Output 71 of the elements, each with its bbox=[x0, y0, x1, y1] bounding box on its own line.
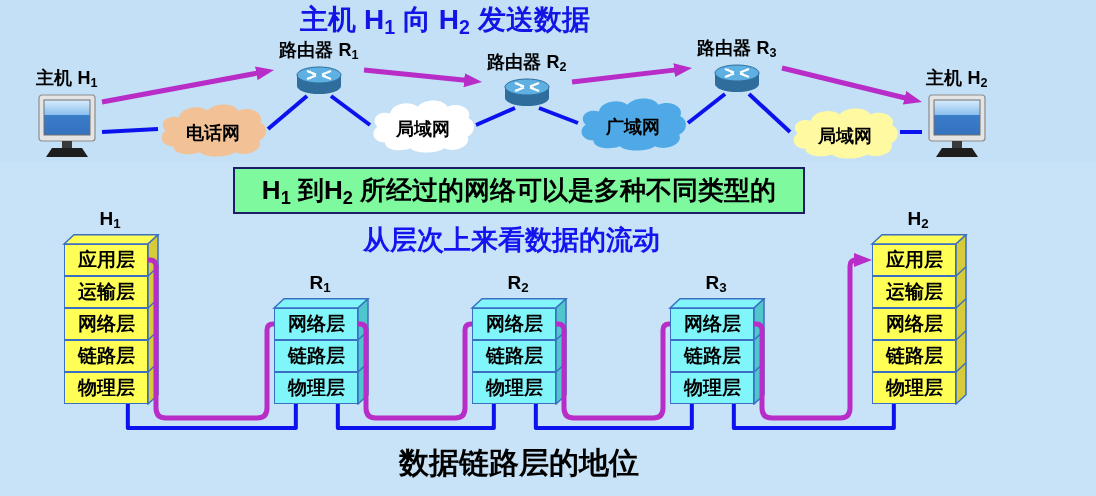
protocol-layer bbox=[670, 372, 754, 404]
layer-name: 链路层 bbox=[77, 345, 135, 367]
network-link bbox=[329, 94, 372, 127]
data-flow-arrow bbox=[753, 253, 872, 421]
layer-name: 物理层 bbox=[885, 377, 943, 399]
data-flow-line bbox=[147, 257, 276, 421]
protocol-layer bbox=[64, 372, 148, 404]
layer-name: 物理层 bbox=[683, 377, 741, 399]
cable-line bbox=[125, 404, 298, 430]
data-flow-arrow bbox=[101, 66, 274, 105]
caption: 数据链路层的地位 bbox=[399, 446, 639, 481]
data-flow-line bbox=[555, 321, 672, 421]
protocol-layer bbox=[872, 308, 956, 340]
router-label: 路由器 R$_{3}$ bbox=[697, 38, 777, 59]
protocol-layer bbox=[872, 276, 956, 308]
protocol-layer bbox=[64, 276, 148, 308]
protocol-layer bbox=[670, 340, 754, 372]
cable-line bbox=[533, 404, 694, 430]
data-flow-arrow bbox=[363, 67, 482, 88]
layer-name: 运输层 bbox=[77, 281, 135, 303]
layer-name: 运输层 bbox=[885, 281, 943, 303]
layer-name: 网络层 bbox=[885, 313, 943, 335]
layer-name: 链路层 bbox=[885, 345, 943, 367]
protocol-layer bbox=[64, 340, 148, 372]
stack-label: R$_{1}$ bbox=[309, 272, 331, 294]
data-flow-line bbox=[357, 321, 474, 421]
layer-name: 网络层 bbox=[77, 313, 135, 335]
subtitle: 从层次上来看数据的流动 bbox=[362, 225, 660, 257]
protocol-layer bbox=[274, 340, 358, 372]
data-flow-arrow bbox=[571, 63, 692, 85]
cable-line bbox=[731, 404, 896, 430]
network-link bbox=[475, 106, 516, 127]
network-link bbox=[747, 92, 792, 134]
host-label: 主机 H$_{2}$ bbox=[926, 68, 988, 89]
layer-name: 物理层 bbox=[485, 377, 543, 399]
network-link bbox=[101, 127, 159, 134]
protocol-layer bbox=[472, 372, 556, 404]
layer-name: 链路层 bbox=[485, 345, 543, 367]
layer-name: 网络层 bbox=[485, 313, 543, 335]
router-label: 路由器 R$_{2}$ bbox=[487, 52, 567, 73]
layer-name: 链路层 bbox=[287, 345, 345, 367]
network-link bbox=[686, 92, 727, 125]
note-banner: H$_{1}$ 到H$_{2}$ 所经过的网络可以是多种不同类型的 bbox=[233, 167, 805, 214]
network-label: 电话网 bbox=[186, 122, 240, 144]
protocol-layer bbox=[64, 308, 148, 340]
protocol-layer bbox=[872, 372, 956, 404]
layer-name: 应用层 bbox=[885, 249, 943, 271]
layer-name: 应用层 bbox=[77, 249, 135, 271]
router-label: 路由器 R$_{1}$ bbox=[279, 40, 359, 61]
stack-label: R$_{2}$ bbox=[507, 272, 529, 294]
network-label: 局域网 bbox=[396, 118, 450, 140]
title: 主机 H$_{1}$ 向 H$_{2}$ 发送数据 bbox=[300, 4, 590, 37]
network-link bbox=[266, 94, 309, 131]
stack-label: H$_{2}$ bbox=[907, 208, 929, 230]
network-label: 广域网 bbox=[606, 116, 660, 138]
data-flow-arrow bbox=[781, 65, 922, 105]
cable-line bbox=[335, 404, 496, 430]
network-link bbox=[900, 130, 922, 134]
protocol-layer bbox=[872, 340, 956, 372]
layer-name: 网络层 bbox=[683, 313, 741, 335]
stack-label: R$_{3}$ bbox=[705, 272, 727, 294]
network-label: 局域网 bbox=[818, 125, 872, 147]
layer-name: 链路层 bbox=[683, 345, 741, 367]
layer-name: 物理层 bbox=[287, 377, 345, 399]
network-link bbox=[538, 106, 579, 125]
protocol-layer bbox=[472, 340, 556, 372]
layer-name: 网络层 bbox=[287, 313, 345, 335]
stack-label: H$_{1}$ bbox=[99, 208, 121, 230]
layer-name: 物理层 bbox=[77, 377, 135, 399]
protocol-layer bbox=[274, 372, 358, 404]
host-label: 主机 H$_{1}$ bbox=[36, 68, 98, 89]
